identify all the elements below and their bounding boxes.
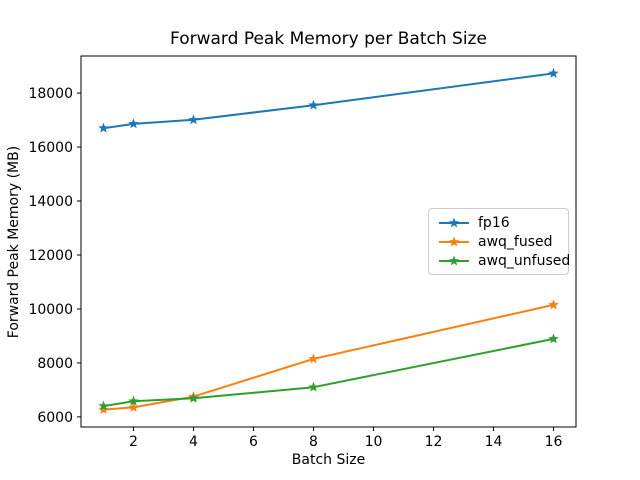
x-tick-label: 12 bbox=[425, 434, 443, 450]
series-marker-fp16 bbox=[128, 118, 139, 129]
legend: fp16 awq_fused awq_unfused bbox=[428, 208, 570, 275]
x-tick-label: 6 bbox=[249, 434, 258, 450]
series-marker-fp16 bbox=[98, 122, 109, 133]
legend-item-fp16: fp16 bbox=[437, 213, 560, 232]
series-marker-awq_fused bbox=[98, 404, 109, 415]
series-marker-awq_fused bbox=[128, 401, 139, 412]
y-tick-label: 6000 bbox=[37, 410, 73, 426]
y-tick-label: 10000 bbox=[28, 302, 73, 318]
legend-item-awq_fused: awq_fused bbox=[437, 232, 560, 251]
legend-label-awq_fused: awq_fused bbox=[478, 233, 553, 250]
series-line-awq_unfused bbox=[102, 337, 555, 408]
x-tick-label: 8 bbox=[309, 434, 318, 450]
series-marker-fp16 bbox=[188, 114, 199, 125]
legend-line-sample-awq_fused bbox=[439, 236, 469, 246]
x-axis-label: Batch Size bbox=[291, 452, 366, 468]
y-tick-label: 18000 bbox=[28, 86, 73, 102]
axes-frame bbox=[80, 55, 577, 428]
legend-label-awq_unfused: awq_unfused bbox=[478, 252, 571, 269]
x-tick-label: 4 bbox=[189, 434, 198, 450]
y-tick-label: 8000 bbox=[37, 356, 73, 372]
series-marker-awq_unfused bbox=[308, 381, 319, 392]
legend-line-sample-fp16 bbox=[439, 217, 469, 227]
x-tick-label: 14 bbox=[485, 434, 503, 450]
legend-label-fp16: fp16 bbox=[478, 214, 510, 231]
series-marker-fp16 bbox=[308, 99, 319, 110]
series-line-fp16 bbox=[102, 72, 555, 130]
y-tick-label: 16000 bbox=[28, 140, 73, 156]
series-marker-awq_unfused bbox=[188, 392, 199, 403]
legend-item-awq_unfused: awq_unfused bbox=[437, 251, 570, 270]
series-marker-awq_fused bbox=[308, 353, 319, 364]
chart-title: Forward Peak Memory per Batch Size bbox=[170, 29, 487, 49]
series-marker-awq_unfused bbox=[548, 333, 559, 344]
series-marker-awq_unfused bbox=[98, 400, 109, 411]
y-tick-label: 14000 bbox=[28, 194, 73, 210]
series-marker-fp16 bbox=[548, 67, 559, 78]
y-axis-label: Forward Peak Memory (MB) bbox=[6, 145, 22, 339]
series-marker-awq_unfused bbox=[128, 395, 139, 406]
series-line-awq_fused bbox=[102, 303, 555, 411]
y-tick-label: 12000 bbox=[28, 248, 73, 264]
series-marker-awq_fused bbox=[548, 299, 559, 310]
x-tick-label: 10 bbox=[365, 434, 383, 450]
x-tick-label: 2 bbox=[129, 434, 138, 450]
legend-line-sample-awq_unfused bbox=[439, 255, 469, 265]
x-tick-label: 16 bbox=[545, 434, 563, 450]
